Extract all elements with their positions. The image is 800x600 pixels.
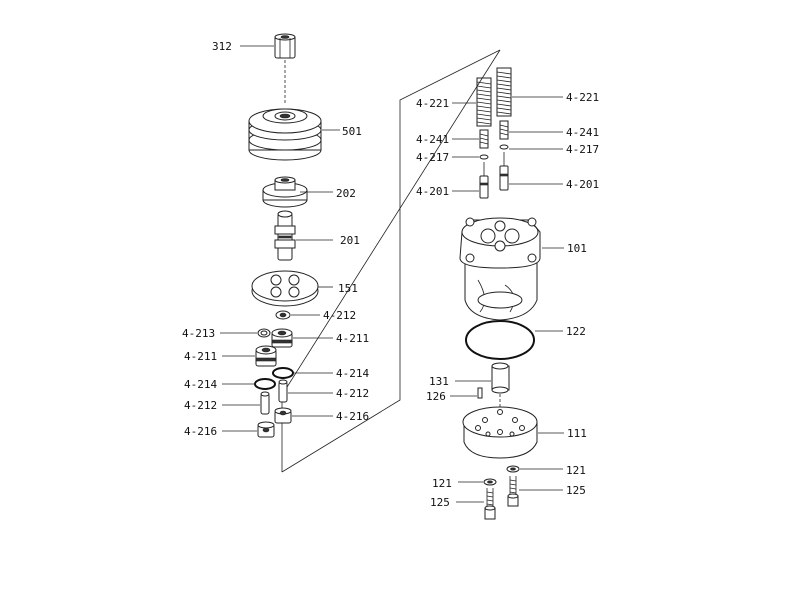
label-125-right: 125 bbox=[566, 484, 586, 497]
part-131-bushing bbox=[491, 362, 510, 394]
part-151-plate bbox=[251, 270, 319, 307]
label-101: 101 bbox=[567, 242, 587, 255]
label-4-214-right: 4-214 bbox=[336, 367, 369, 380]
label-4-241-left: 4-241 bbox=[416, 133, 449, 146]
part-4-212-pin-right bbox=[278, 379, 288, 403]
label-4-211-right: 4-211 bbox=[336, 332, 369, 345]
part-4-201-pusher-right bbox=[499, 152, 509, 191]
part-4-241-spring-left bbox=[479, 129, 489, 149]
part-101-casing bbox=[459, 217, 541, 321]
part-4-241-spring-right bbox=[499, 120, 509, 140]
label-111: 111 bbox=[567, 427, 587, 440]
label-121-left: 121 bbox=[432, 477, 452, 490]
part-4-217-washer-left bbox=[479, 154, 489, 160]
part-4-211-valve-left bbox=[255, 345, 277, 367]
label-201: 201 bbox=[340, 234, 360, 247]
label-4-211-left: 4-211 bbox=[184, 350, 217, 363]
label-126: 126 bbox=[426, 390, 446, 403]
label-4-212-left: 4-212 bbox=[184, 399, 217, 412]
label-4-217-left: 4-217 bbox=[416, 151, 449, 164]
label-4-221-right: 4-221 bbox=[566, 91, 599, 104]
label-4-201-right: 4-201 bbox=[566, 178, 599, 191]
label-4-241-right: 4-241 bbox=[566, 126, 599, 139]
label-4-217-right: 4-217 bbox=[566, 143, 599, 156]
part-4-221-spring-right bbox=[496, 67, 512, 117]
part-4-201-pusher-left bbox=[479, 162, 489, 199]
part-4-212-seal-upper bbox=[275, 310, 291, 320]
part-121-washer-right bbox=[506, 465, 520, 473]
part-501-cover bbox=[248, 108, 322, 161]
part-4-217-washer-right bbox=[499, 144, 509, 150]
part-126-pin bbox=[477, 387, 483, 399]
part-125-bolt-left bbox=[484, 488, 496, 520]
label-4-216-right: 4-216 bbox=[336, 410, 369, 423]
part-122-oring bbox=[465, 320, 535, 360]
part-4-216-plug-right bbox=[274, 407, 292, 424]
label-131: 131 bbox=[429, 375, 449, 388]
part-4-221-spring-left bbox=[476, 77, 492, 127]
label-4-214-left: 4-214 bbox=[184, 378, 217, 391]
part-111-base-plate bbox=[462, 406, 538, 459]
part-4-212-pin-left bbox=[260, 391, 270, 415]
label-4-221-left: 4-221 bbox=[416, 97, 449, 110]
label-125-left: 125 bbox=[430, 496, 450, 509]
part-201-spool bbox=[274, 210, 296, 261]
label-4-201-left: 4-201 bbox=[416, 185, 449, 198]
label-501: 501 bbox=[342, 125, 362, 138]
label-312: 312 bbox=[212, 40, 232, 53]
part-312-nut bbox=[274, 33, 296, 59]
label-4-212-upper: 4-212 bbox=[323, 309, 356, 322]
label-151: 151 bbox=[338, 282, 358, 295]
label-4-213: 4-213 bbox=[182, 327, 215, 340]
part-4-214-oring-right bbox=[272, 367, 294, 379]
label-202: 202 bbox=[336, 187, 356, 200]
part-121-washer-left bbox=[483, 478, 497, 486]
part-4-213-washer bbox=[257, 328, 271, 338]
label-122: 122 bbox=[566, 325, 586, 338]
label-4-212-right: 4-212 bbox=[336, 387, 369, 400]
label-4-216-left: 4-216 bbox=[184, 425, 217, 438]
part-125-bolt-right bbox=[507, 476, 519, 507]
part-4-214-oring-left bbox=[254, 378, 276, 390]
part-4-211-valve-right bbox=[271, 328, 293, 348]
part-4-216-plug-left bbox=[257, 421, 275, 438]
part-202-plug bbox=[262, 176, 308, 208]
label-121-right: 121 bbox=[566, 464, 586, 477]
